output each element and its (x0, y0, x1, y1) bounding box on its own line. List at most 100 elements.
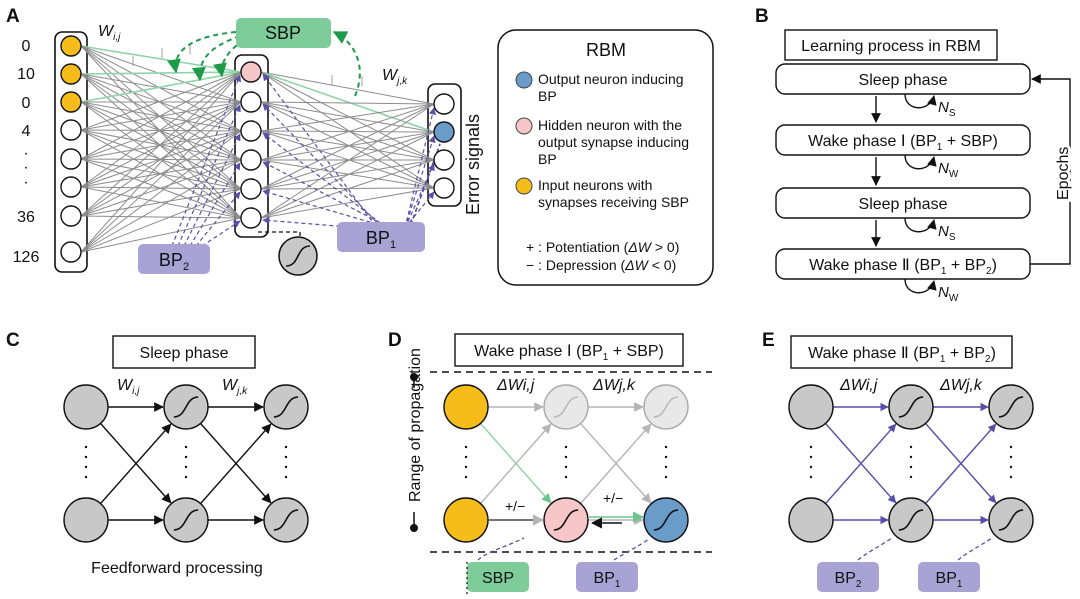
step-self-loop (904, 278, 937, 294)
edge-ij (80, 101, 242, 253)
activation-curve (553, 509, 579, 531)
ellipsis-dot (909, 445, 913, 449)
ellipsis-dot (564, 455, 568, 459)
edge-jk (260, 101, 435, 105)
step-iteration-count: NS (938, 99, 956, 119)
d-dw-ij: ΔWi,j (496, 377, 535, 394)
bp1-output-arrow (404, 163, 435, 229)
panel-b: B Learning process in RBM Sleep phaseNSW… (755, 6, 1075, 304)
e-bp1-label: BP1 (936, 570, 963, 590)
c-weight-ij: Wi,j (117, 377, 140, 397)
e-bp1-box (918, 562, 980, 592)
edge-jk (260, 103, 435, 161)
activation-curve (998, 509, 1024, 531)
edge-ij (80, 130, 242, 217)
edge-ij (80, 71, 242, 160)
panel-b-title: Learning process in RBM (801, 38, 981, 55)
input-neuron (60, 148, 82, 170)
bp1-box (337, 222, 425, 252)
net-edge (825, 423, 897, 504)
ellipsis-dot (284, 455, 288, 459)
hidden-neuron (240, 178, 262, 200)
ellipsis-dot (464, 455, 468, 459)
ellipsis-dot (84, 445, 88, 449)
bp2-arrow (177, 104, 241, 247)
legend-box (497, 29, 714, 286)
network-neurons (60, 35, 455, 263)
bp2-arrow (195, 191, 241, 247)
edge-jk (260, 103, 435, 219)
epochs-label: Epochs (1055, 147, 1072, 200)
legend-potentiation: + : Potentiation (ΔW > 0) (526, 239, 679, 255)
step-label: Sleep phase (859, 196, 948, 213)
hidden-neuron (240, 207, 262, 229)
ellipsis-dot (664, 475, 668, 479)
input-neuron (60, 205, 82, 227)
ellipsis-dot (184, 455, 188, 459)
ellipsis-dot (464, 475, 468, 479)
step-iteration-count: NW (938, 160, 959, 180)
edge-ij (80, 73, 242, 103)
edge-jk (260, 187, 435, 219)
sleep-network (63, 384, 309, 543)
ellipsis-dot (909, 455, 913, 459)
legend-item-text: Input neurons with (538, 177, 652, 193)
c-weight-jk: Wj,k (222, 377, 248, 397)
activation-curve (173, 509, 199, 531)
hidden-layer-box (234, 54, 269, 238)
edge-jk (260, 71, 435, 105)
activation-curve (898, 509, 924, 531)
edge-ij (80, 215, 242, 219)
net-edge (100, 423, 172, 504)
input-value: · (23, 174, 28, 191)
ellipsis-dot (909, 475, 913, 479)
sbp-box (236, 18, 331, 48)
input-layer-box (54, 31, 88, 273)
ellipsis-dot (664, 465, 668, 469)
legend-swatch (515, 117, 533, 135)
d-bp1-arrow (613, 537, 651, 561)
ellipsis-dot (84, 475, 88, 479)
edge-jk (260, 131, 435, 219)
feedforward-caption: Feedforward processing (91, 560, 263, 577)
input-value: 0 (22, 95, 31, 112)
step-box (775, 187, 1031, 219)
bp1-back-arrow (262, 132, 393, 233)
panel-d-title-box (454, 333, 684, 367)
panel-c: C Sleep phase Wi,j Wj,k Feedforward proc… (6, 330, 309, 577)
ellipsis-dot (1009, 445, 1013, 449)
legend-item-text: output synapse inducing (538, 134, 689, 150)
bp1-back-arrow (262, 161, 399, 233)
edge-jk (260, 71, 435, 133)
step-box (775, 124, 1031, 156)
output-neuron (433, 177, 455, 199)
ellipsis-dot (664, 445, 668, 449)
activation-curve (273, 396, 299, 418)
panel-label-c: C (6, 330, 20, 351)
bp1-back-arrow (262, 103, 387, 233)
ellipsis-dot (564, 445, 568, 449)
legend-item-text: BP (538, 88, 557, 104)
range-of-propagation: Range of propagation (407, 348, 424, 502)
ellipsis-dot (1009, 455, 1013, 459)
legend-swatch (515, 71, 533, 89)
ellipsis-dot (464, 465, 468, 469)
ellipsis-dot (184, 465, 188, 469)
ellipsis-dot (84, 465, 88, 469)
d-dw-jk: ΔWj,k (592, 377, 636, 394)
hidden-neuron (240, 120, 262, 142)
bp2-box (138, 244, 210, 274)
edge-ij (80, 71, 242, 253)
legend-item-text: BP (538, 151, 557, 167)
panel-label-b: B (755, 6, 769, 27)
e-bp2-box (817, 562, 879, 592)
sigmoid-curve (285, 245, 311, 267)
hidden-neuron (240, 91, 262, 113)
ellipsis-dot (564, 475, 568, 479)
d-sbp-arrow (477, 537, 525, 561)
